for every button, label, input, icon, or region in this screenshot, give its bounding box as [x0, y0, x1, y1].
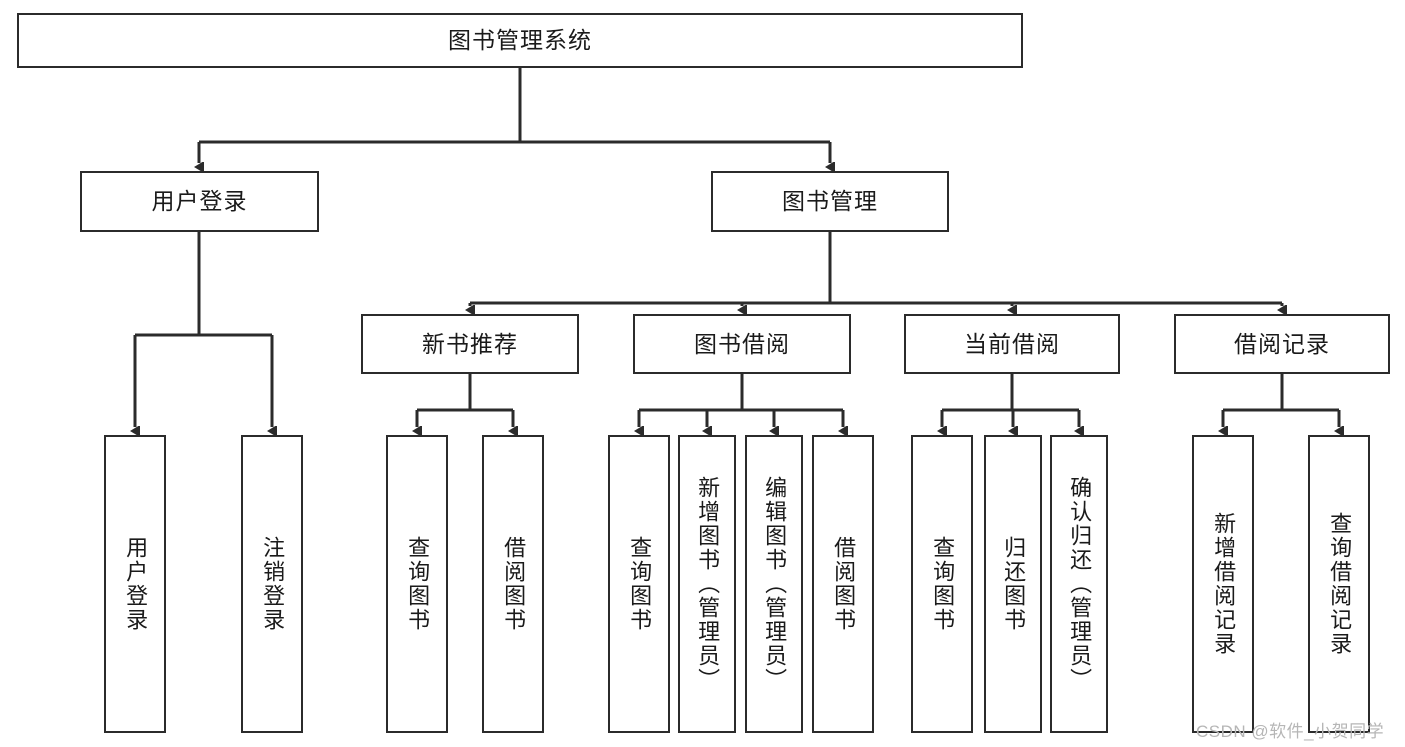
node-leaf-user-login-label: 用户登录: [123, 536, 149, 632]
node-leaf-add-book[interactable]: 新增图书（管理员）: [678, 435, 736, 733]
node-leaf-confirm-return-label: 确认归还（管理员）: [1067, 476, 1093, 692]
node-borrow-record[interactable]: 借阅记录: [1174, 314, 1390, 374]
node-leaf-add-record-label: 新增借阅记录: [1211, 512, 1237, 656]
node-leaf-return-book[interactable]: 归还图书: [984, 435, 1042, 733]
node-user-login[interactable]: 用户登录: [80, 171, 319, 232]
node-leaf-query-book-2-label: 查询图书: [627, 536, 653, 632]
node-new-book-rec-label: 新书推荐: [422, 330, 518, 357]
node-current-borrow-label: 当前借阅: [964, 330, 1060, 357]
node-current-borrow[interactable]: 当前借阅: [904, 314, 1120, 374]
node-leaf-user-login[interactable]: 用户登录: [104, 435, 166, 733]
node-leaf-add-book-label: 新增图书（管理员）: [695, 476, 721, 692]
node-leaf-borrow-book-2-label: 借阅图书: [831, 536, 857, 632]
node-leaf-query-book-3-label: 查询图书: [930, 536, 956, 632]
node-new-book-rec[interactable]: 新书推荐: [361, 314, 579, 374]
node-borrow-record-label: 借阅记录: [1234, 330, 1330, 357]
node-leaf-query-record-label: 查询借阅记录: [1327, 512, 1353, 656]
node-leaf-borrow-book-1[interactable]: 借阅图书: [482, 435, 544, 733]
node-leaf-borrow-book-2[interactable]: 借阅图书: [812, 435, 874, 733]
watermark-text: CSDN @软件_小贺同学: [1196, 722, 1385, 741]
node-leaf-return-book-label: 归还图书: [1001, 536, 1027, 632]
node-user-login-label: 用户登录: [151, 188, 248, 214]
node-leaf-confirm-return[interactable]: 确认归还（管理员）: [1050, 435, 1108, 733]
node-book-borrow-label: 图书借阅: [694, 330, 790, 357]
node-leaf-edit-book-label: 编辑图书（管理员）: [762, 476, 788, 692]
node-leaf-query-book-3[interactable]: 查询图书: [911, 435, 973, 733]
node-leaf-borrow-book-1-label: 借阅图书: [501, 536, 527, 632]
node-leaf-user-logout-label: 注销登录: [260, 536, 286, 632]
node-book-manage[interactable]: 图书管理: [711, 171, 949, 232]
node-leaf-query-record[interactable]: 查询借阅记录: [1308, 435, 1370, 733]
node-book-manage-label: 图书管理: [782, 188, 878, 214]
node-book-borrow[interactable]: 图书借阅: [633, 314, 851, 374]
node-leaf-query-book-1-label: 查询图书: [405, 536, 431, 632]
node-root-label: 图书管理系统: [448, 27, 592, 53]
node-leaf-query-book-2[interactable]: 查询图书: [608, 435, 670, 733]
node-leaf-user-logout[interactable]: 注销登录: [241, 435, 303, 733]
node-root[interactable]: 图书管理系统: [17, 13, 1023, 68]
node-leaf-add-record[interactable]: 新增借阅记录: [1192, 435, 1254, 733]
node-leaf-edit-book[interactable]: 编辑图书（管理员）: [745, 435, 803, 733]
node-leaf-query-book-1[interactable]: 查询图书: [386, 435, 448, 733]
